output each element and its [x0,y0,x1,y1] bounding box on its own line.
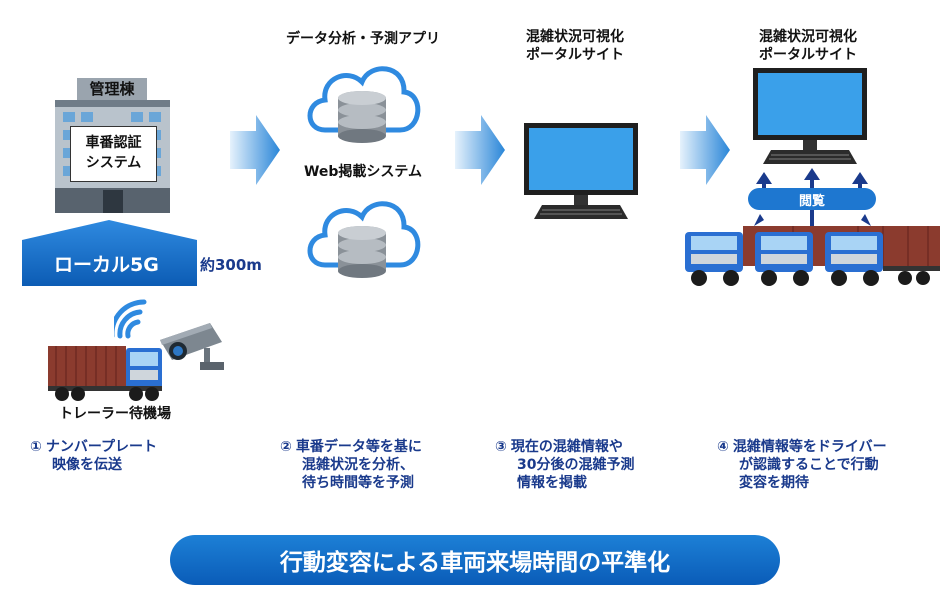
step-4-line1: 混雑情報等をドライバー [732,439,887,455]
step-4-number: ④ [717,439,729,455]
building-roof-label: 管理棟 [89,80,135,98]
step-3-line3: 情報を掲載 [517,475,587,491]
portal1-title-line1: 混雑状況可視化 [526,29,624,45]
analysis-app-label: データ分析・予測アプリ [286,31,440,47]
system-box [70,126,157,182]
step-3-line2: 30分後の混雑予測 [517,457,635,473]
distance-label: 約300m [200,256,262,274]
step-4-line2: が認識することで行動 [739,457,879,473]
step-2-line2: 混雑状況を分析、 [302,457,414,473]
step-2-line1: 車番データ等を基に [295,439,422,455]
step-3-number: ③ [495,439,507,455]
truck-fleet-icon [685,226,940,286]
conclusion-banner: 行動変容による車両来場時間の平準化 [170,535,780,585]
system-label-line2: システム [85,155,142,171]
local5g-label: ローカル5G [54,254,159,276]
flow-arrow-3 [680,115,730,185]
web-system-label: Web掲載システム [303,164,423,180]
system-label-line1: 車番認証 [85,135,142,151]
flow-arrow-2 [455,115,505,185]
local5g-up-arrow [22,220,197,286]
portal2-title-line2: ポータルサイト [759,47,857,63]
trailer-truck-icon [48,346,162,401]
cloud-server-icon-bottom [307,201,421,278]
waiting-area-label: トレーラー待機場 [59,406,171,422]
view-arrows [754,168,871,226]
wireless-signal-icon [114,299,147,339]
view-badge: 閲覧 [748,188,876,210]
step-1-number: ① [30,439,42,455]
step-3-line1: 現在の混雑情報や [510,439,623,455]
portal2-title-line1: 混雑状況可視化 [759,29,857,45]
flow-arrow-1 [230,115,280,185]
cloud-server-icon-top [307,66,421,143]
security-camera-icon [160,323,224,370]
step-4-line3: 変容を期待 [739,475,809,491]
step-2-line3: 待ち時間等を予測 [302,475,414,491]
monitor-icon-2 [753,68,867,164]
step-1-line2: 映像を伝送 [52,457,122,473]
step-2-number: ② [280,439,292,455]
portal1-title-line2: ポータルサイト [526,47,624,63]
monitor-icon-1 [524,123,638,219]
step-1-line1: ナンバープレート [45,439,158,455]
